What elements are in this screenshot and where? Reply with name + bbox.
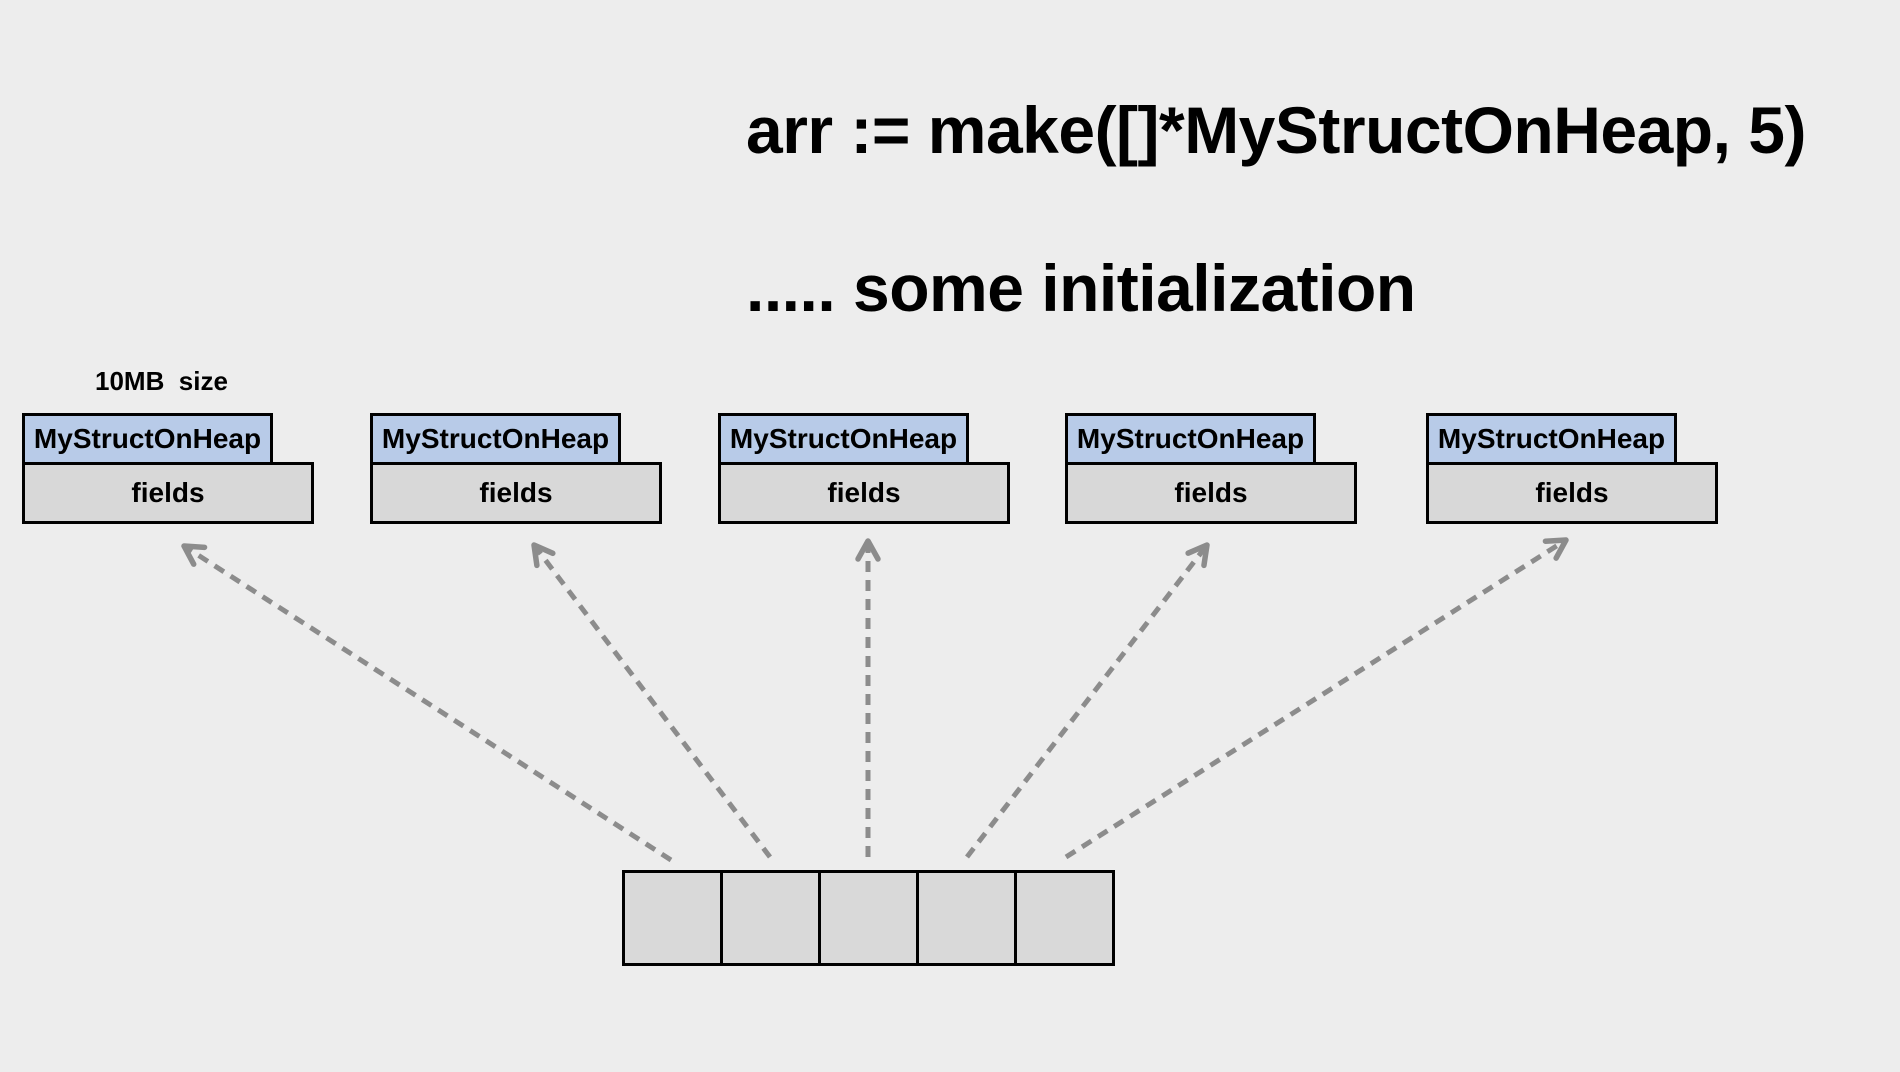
pointer-arrow-5 (1064, 537, 1569, 860)
array-cell-4 (919, 873, 1017, 963)
struct-fields-label: fields (370, 462, 662, 524)
pointer-array (622, 870, 1115, 966)
struct-header-label: MyStructOnHeap (1426, 413, 1677, 465)
struct-header-label: MyStructOnHeap (370, 413, 621, 465)
pointer-arrow-1 (181, 543, 673, 863)
array-cell-3 (821, 873, 919, 963)
struct-header-label: MyStructOnHeap (718, 413, 969, 465)
struct-fields-label: fields (22, 462, 314, 524)
size-label: 10MB size (95, 366, 228, 396)
array-cell-1 (625, 873, 723, 963)
struct-header-label: MyStructOnHeap (1065, 413, 1316, 465)
make-slice-code-text: arr := make([]*MyStructOnHeap, 5) (746, 93, 1806, 167)
struct-fields-label: fields (1065, 462, 1357, 524)
array-cell-5 (1017, 873, 1112, 963)
struct-fields-label: fields (1426, 462, 1718, 524)
pointer-arrow-2 (531, 542, 772, 859)
pointer-arrow-4 (965, 542, 1210, 859)
struct-fields-label: fields (718, 462, 1010, 524)
struct-header-label: MyStructOnHeap (22, 413, 273, 465)
array-cell-2 (723, 873, 821, 963)
initialization-text: ..... some initialization (746, 251, 1416, 325)
